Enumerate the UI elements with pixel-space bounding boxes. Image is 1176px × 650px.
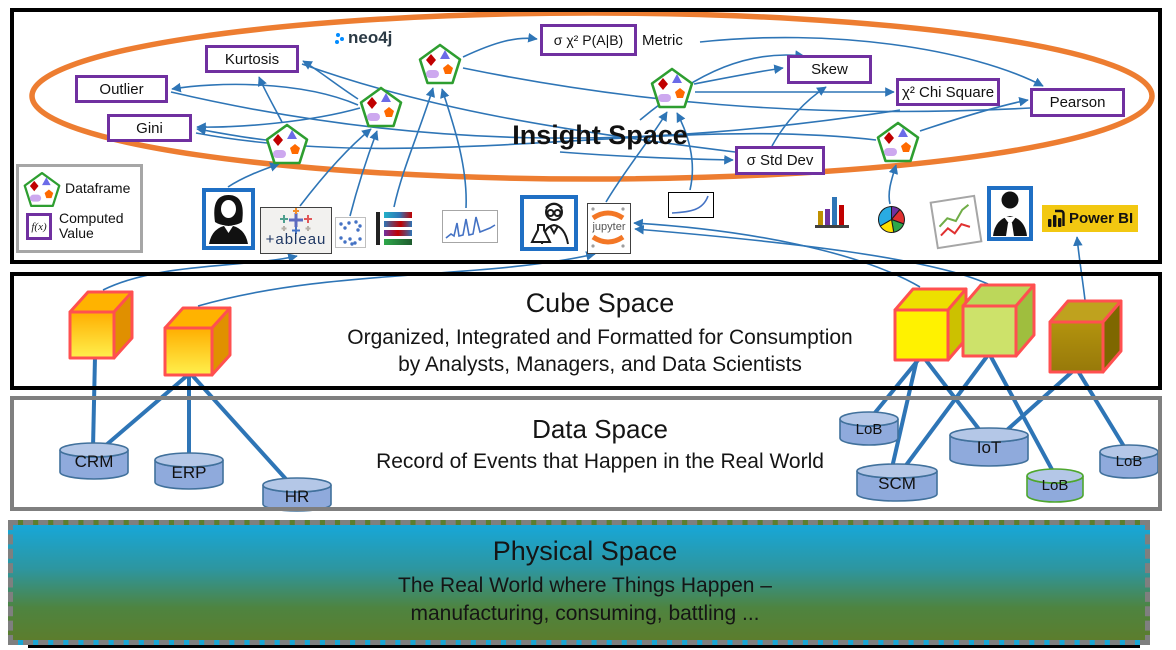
jupyter-wordmark: jupyter <box>592 221 626 233</box>
cube-space-subtitle-2: by Analysts, Managers, and Data Scientis… <box>398 353 802 376</box>
db-label-lob-green: LoB <box>1041 477 1069 494</box>
neo4j-logo: neo4j <box>334 28 392 48</box>
db-label-hr: HR <box>284 487 310 506</box>
node-outlier-label: Outlier <box>99 80 144 98</box>
data-space-title: Data Space <box>532 414 668 444</box>
physical-space-subtitle-1: The Real World where Things Happen – <box>398 574 772 597</box>
power-bi-wordmark: Power BI <box>1069 210 1134 227</box>
neo4j-wordmark: neo4j <box>348 28 393 47</box>
trend-chart-icon <box>929 194 983 250</box>
db-label-scm: SCM <box>878 474 916 493</box>
node-chi-square-label: χ² Chi Square <box>901 83 995 101</box>
scatter-plot-icon <box>335 217 366 248</box>
power-bi-bars-icon <box>1048 209 1065 227</box>
bar-chart-icon <box>815 192 849 230</box>
node-skew-label: Skew <box>811 61 848 78</box>
jupyter-logo: jupyter <box>587 203 631 254</box>
node-pearson: Pearson <box>1030 88 1125 117</box>
physical-space-title: Physical Space <box>492 536 678 566</box>
insight-space-panel <box>10 8 1162 264</box>
pie-chart-icon <box>877 205 906 234</box>
tableau-wordmark: +ableau <box>265 231 327 248</box>
db-label-iot: IoT <box>976 438 1002 457</box>
node-gini-label: Gini <box>136 119 163 137</box>
jupyter-arcs-icon <box>591 207 625 248</box>
data-space-subtitle: Record of Events that Happen in the Real… <box>376 450 824 473</box>
legend-dataframe-icon <box>23 171 61 208</box>
node-pearson-label: Pearson <box>1049 94 1106 111</box>
cube-space-title: Cube Space <box>525 288 675 318</box>
analyst-man-icon <box>987 186 1033 241</box>
colored-bars-icon <box>376 210 412 247</box>
legend-computed-value-label: Computed Value <box>59 210 124 242</box>
node-outlier: Outlier <box>75 75 168 103</box>
node-std-dev: σ Std Dev <box>735 146 825 175</box>
db-label-crm: CRM <box>74 452 114 471</box>
tableau-logo: +ableau <box>260 207 332 254</box>
db-label-lob-1: LoB <box>855 421 883 438</box>
db-label-lob-2: LoB <box>1115 453 1143 470</box>
node-chi-square: χ² Chi Square <box>896 78 1000 106</box>
data-scientist-icon <box>520 195 578 251</box>
node-std-dev-label: σ Std Dev <box>746 152 814 169</box>
physical-space-panel <box>8 520 1150 645</box>
analyst-woman-icon <box>202 188 255 250</box>
data-space-panel <box>10 396 1162 511</box>
cube-space-panel <box>10 272 1162 390</box>
power-bi-logo: Power BI <box>1042 205 1138 232</box>
db-label-erp: ERP <box>171 463 207 482</box>
physical-space-subtitle-2: manufacturing, consuming, battling ... <box>410 602 760 625</box>
tableau-mark-icon <box>280 208 312 234</box>
bottom-edge-bar <box>28 645 1140 648</box>
neo4j-dots-icon <box>335 33 344 44</box>
node-skew: Skew <box>787 55 872 84</box>
insight-space-title: Insight Space <box>512 120 688 150</box>
line-chart-peaks-icon <box>442 210 498 243</box>
legend-box: Dataframe f(x) Computed Value <box>16 164 143 253</box>
fx-label: f(x) <box>31 220 47 233</box>
node-kurtosis-label: Kurtosis <box>224 50 280 68</box>
node-kurtosis: Kurtosis <box>205 45 299 73</box>
cube-space-subtitle-1: Organized, Integrated and Formatted for … <box>347 326 853 349</box>
legend-fx-icon: f(x) <box>26 213 52 240</box>
node-probability: σ χ² P(A|B) <box>540 24 637 56</box>
node-probability-label: σ χ² P(A|B) <box>553 32 624 48</box>
node-gini: Gini <box>107 114 192 142</box>
legend-dataframe-label: Dataframe <box>65 180 131 196</box>
metric-label: Metric <box>642 32 683 49</box>
growth-curve-icon <box>668 192 714 218</box>
